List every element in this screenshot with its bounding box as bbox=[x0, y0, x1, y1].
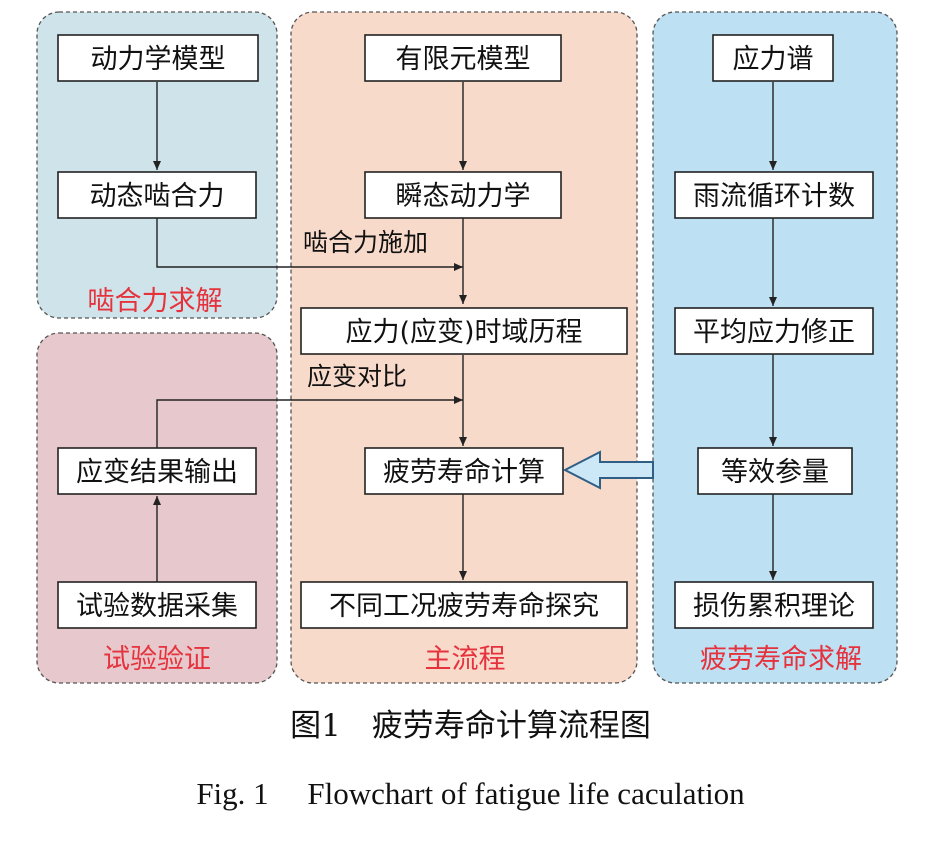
node-stress-spectrum: 应力谱 bbox=[733, 44, 814, 75]
node-box-dynamic-mesh-force bbox=[57, 171, 257, 219]
node-mean-stress: 平均应力修正 bbox=[693, 317, 855, 348]
node-box-condition-study bbox=[300, 581, 628, 629]
node-stress-time-history: 应力(应变)时域历程 bbox=[345, 317, 582, 348]
node-strain-output: 应变结果输出 bbox=[76, 457, 238, 488]
node-box-strain-output bbox=[57, 447, 257, 495]
flowchart: 啮合力求解 试验验证 主流程 疲劳寿命求解 啮合力施加 应变对比 动力学模型 动… bbox=[36, 11, 898, 684]
node-transient-dynamics: 瞬态动力学 bbox=[396, 181, 531, 212]
edge-strain-compare bbox=[156, 396, 463, 448]
edge-meshforce-apply bbox=[156, 218, 463, 271]
edge-label-apply-mesh-force: 啮合力施加 bbox=[303, 228, 428, 257]
node-dynamics-model: 动力学模型 bbox=[91, 44, 226, 75]
node-condition-study: 不同工况疲劳寿命探究 bbox=[329, 591, 599, 622]
node-box-damage-theory bbox=[674, 581, 874, 629]
node-box-test-data bbox=[57, 581, 257, 629]
edge-label-strain-compare: 应变对比 bbox=[307, 362, 407, 391]
figure-caption-cn: 图1 疲劳寿命计算流程图 bbox=[290, 708, 651, 744]
group-label-test-verify: 试验验证 bbox=[103, 644, 211, 675]
node-fem-model: 有限元模型 bbox=[396, 44, 531, 75]
node-box-mean-stress bbox=[674, 307, 874, 355]
node-rainflow: 雨流循环计数 bbox=[693, 181, 855, 212]
group-label-mesh-force: 啮合力求解 bbox=[88, 286, 223, 317]
node-test-data: 试验数据采集 bbox=[76, 591, 238, 622]
node-box-dynamics-model bbox=[57, 34, 259, 82]
group-label-fatigue-solve: 疲劳寿命求解 bbox=[700, 644, 862, 675]
node-box-stress-time-history bbox=[300, 307, 628, 355]
node-box-transient-dynamics bbox=[364, 171, 562, 219]
node-fatigue-calc: 疲劳寿命计算 bbox=[383, 457, 545, 488]
node-box-rainflow bbox=[674, 171, 874, 219]
hollow-arrow-icon bbox=[562, 450, 654, 490]
node-damage-theory: 损伤累积理论 bbox=[693, 591, 855, 622]
figure-caption-en: Fig. 1 Flowchart of fatigue life caculat… bbox=[196, 776, 745, 811]
node-box-equiv-param bbox=[697, 447, 853, 495]
node-box-fatigue-calc bbox=[364, 447, 564, 495]
node-box-fem-model bbox=[364, 34, 562, 82]
group-label-main-flow: 主流程 bbox=[425, 644, 506, 675]
node-equiv-param: 等效参量 bbox=[721, 457, 829, 488]
node-dynamic-mesh-force: 动态啮合力 bbox=[90, 181, 225, 212]
node-box-stress-spectrum bbox=[712, 34, 834, 82]
